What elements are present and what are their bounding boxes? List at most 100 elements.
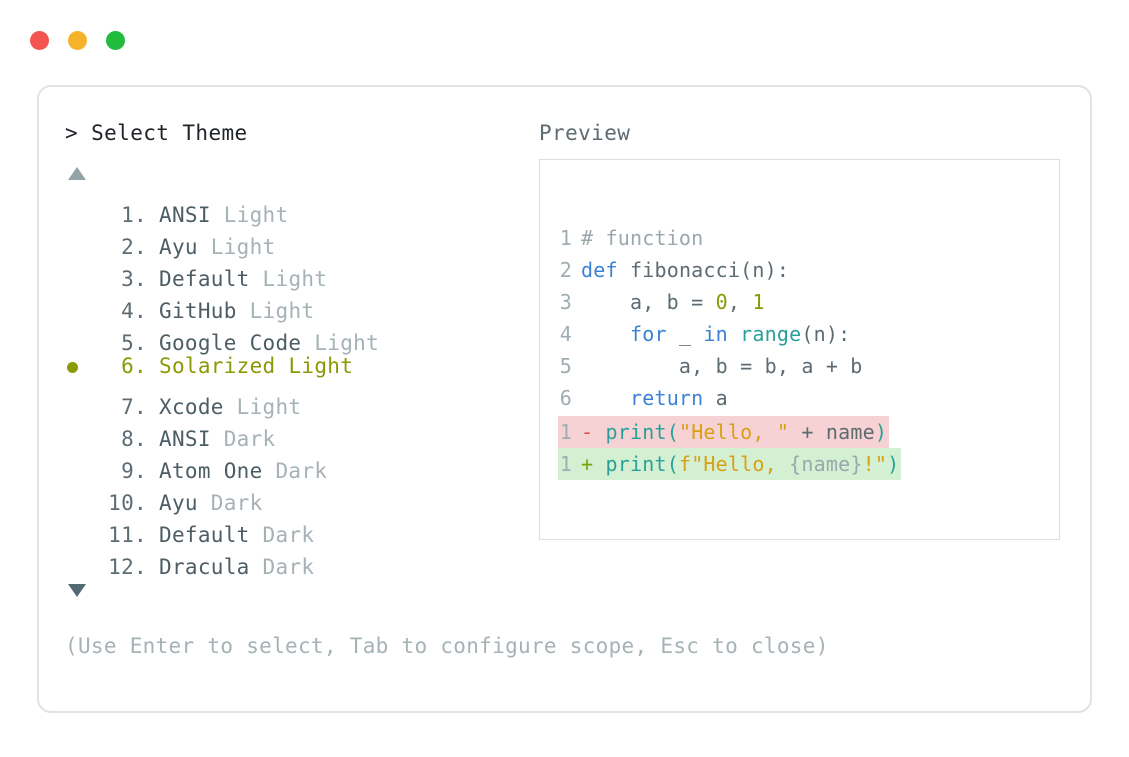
theme-list-item[interactable]: 10.Ayu Dark bbox=[65, 478, 531, 515]
theme-item-index: 12. bbox=[108, 555, 147, 579]
theme-list-item[interactable]: 6. Solarized Light bbox=[65, 350, 531, 382]
theme-list-item[interactable]: 7. Xcode Light bbox=[65, 382, 531, 419]
diff-token: ) bbox=[874, 420, 888, 444]
code-token: def bbox=[581, 258, 618, 282]
theme-item-mode: Light bbox=[275, 354, 354, 378]
diff-token: print bbox=[605, 420, 667, 444]
theme-list-item[interactable]: 9. Atom One Dark bbox=[65, 446, 531, 483]
code-token: # function bbox=[581, 226, 704, 250]
window-maximize-button[interactable] bbox=[106, 31, 125, 50]
selected-indicator-dot-icon bbox=[65, 542, 91, 574]
code-line-number: 5 bbox=[559, 354, 572, 378]
code-token: a, b = bbox=[581, 290, 716, 314]
window-minimize-button[interactable] bbox=[68, 31, 87, 50]
theme-list-item[interactable]: 3.Default Light bbox=[65, 254, 531, 291]
selected-indicator-dot-icon bbox=[65, 478, 91, 510]
theme-list-item[interactable]: 11.Default Dark bbox=[65, 510, 531, 547]
theme-item-index: 4. bbox=[121, 299, 147, 323]
selected-indicator-dot-icon bbox=[65, 352, 91, 384]
code-token: , bbox=[727, 290, 753, 314]
diff-token: ( bbox=[666, 452, 679, 476]
theme-item-mode: Light bbox=[210, 203, 289, 227]
diff-line-number: 1 bbox=[559, 420, 572, 444]
code-token: range bbox=[740, 322, 802, 346]
diff-token: f"Hello, bbox=[678, 452, 790, 476]
theme-item-name: Solarized bbox=[159, 354, 276, 378]
code-token: return bbox=[629, 386, 704, 410]
theme-item-name: ANSI bbox=[159, 203, 211, 227]
code-line-number: 2 bbox=[559, 258, 572, 282]
theme-item-name: Atom One bbox=[159, 459, 263, 483]
keyboard-hint: (Use Enter to select, Tab to configure s… bbox=[65, 634, 829, 658]
theme-item-name: Ayu bbox=[159, 491, 198, 515]
window-close-button[interactable] bbox=[30, 31, 49, 50]
code-line: 2 def fibonacci(n): bbox=[558, 254, 863, 286]
code-token: a bbox=[703, 386, 728, 410]
selected-indicator-dot-icon bbox=[65, 222, 91, 254]
code-token bbox=[581, 386, 630, 410]
theme-item-mode: Dark bbox=[249, 523, 315, 547]
diff-line-number: 1 bbox=[559, 452, 572, 476]
code-token: in bbox=[703, 322, 728, 346]
code-line: 6 return a bbox=[558, 382, 863, 414]
diff-line: 1- print("Hello, " + name) bbox=[558, 416, 890, 448]
diff-token: "Hello, " bbox=[678, 420, 790, 444]
theme-item-index: 6. bbox=[121, 354, 147, 378]
diff-sample: 1- print("Hello, " + name)1+ print(f"Hel… bbox=[558, 416, 902, 480]
theme-item-name: Xcode bbox=[159, 395, 224, 419]
code-line-number: 4 bbox=[559, 322, 572, 346]
theme-item-index: 9. bbox=[121, 459, 147, 483]
theme-item-name: ANSI bbox=[159, 427, 211, 451]
selected-indicator-dot-icon bbox=[65, 510, 91, 542]
theme-item-index: 7. bbox=[121, 395, 147, 419]
code-token: a, b = b, a + b bbox=[581, 354, 863, 378]
diff-token: !" bbox=[862, 452, 888, 476]
theme-item-mode: Dark bbox=[210, 427, 276, 451]
selected-indicator-dot-icon bbox=[65, 414, 91, 446]
code-token bbox=[581, 322, 630, 346]
selected-indicator-dot-icon bbox=[65, 382, 91, 414]
scroll-up-arrow-icon[interactable] bbox=[68, 167, 86, 180]
diff-marker: - bbox=[581, 420, 606, 444]
scroll-down-arrow-icon[interactable] bbox=[68, 584, 86, 597]
diff-token: print bbox=[605, 452, 667, 476]
theme-item-name: GitHub bbox=[159, 299, 237, 323]
diff-line: 1+ print(f"Hello, {name}!") bbox=[558, 448, 902, 480]
theme-item-mode: Light bbox=[249, 267, 328, 291]
theme-item-index: 2. bbox=[121, 235, 147, 259]
diff-token: {name} bbox=[789, 452, 863, 476]
theme-item-mode: Light bbox=[223, 395, 302, 419]
theme-list-item[interactable]: 4.GitHub Light bbox=[65, 286, 531, 323]
code-line-number: 3 bbox=[559, 290, 572, 314]
selected-indicator-dot-icon bbox=[65, 254, 91, 286]
code-token: _ bbox=[666, 322, 704, 346]
theme-item-index: 1. bbox=[121, 203, 147, 227]
theme-list-item[interactable]: 8. ANSI Dark bbox=[65, 414, 531, 451]
code-token: 1 bbox=[752, 290, 765, 314]
code-line-number: 6 bbox=[559, 386, 572, 410]
theme-item-name: Google Code bbox=[159, 331, 302, 355]
theme-item-index: 10. bbox=[108, 491, 147, 515]
theme-list-item[interactable]: 5. Google Code Light bbox=[65, 318, 531, 355]
code-line: 5 a, b = b, a + b bbox=[558, 350, 863, 382]
window-controls bbox=[30, 31, 125, 50]
selected-indicator-dot-icon bbox=[65, 318, 91, 350]
theme-list-item[interactable]: 1. ANSI Light bbox=[65, 190, 531, 227]
code-token: 0 bbox=[715, 290, 728, 314]
theme-item-mode: Light bbox=[301, 331, 380, 355]
theme-item-name: Ayu bbox=[159, 235, 198, 259]
selected-indicator-dot-icon bbox=[65, 190, 91, 222]
code-line: 1# function bbox=[558, 222, 863, 254]
diff-token: ) bbox=[887, 452, 900, 476]
theme-list-item[interactable]: 2.Ayu Light bbox=[65, 222, 531, 259]
code-token: fibonacci(n): bbox=[617, 258, 790, 282]
theme-item-index: 8. bbox=[121, 427, 147, 451]
theme-list-item[interactable]: 12.Dracula Dark bbox=[65, 542, 531, 579]
theme-item-name: Dracula bbox=[159, 555, 250, 579]
theme-item-index: 5. bbox=[121, 331, 147, 355]
theme-item-mode: Dark bbox=[262, 459, 328, 483]
